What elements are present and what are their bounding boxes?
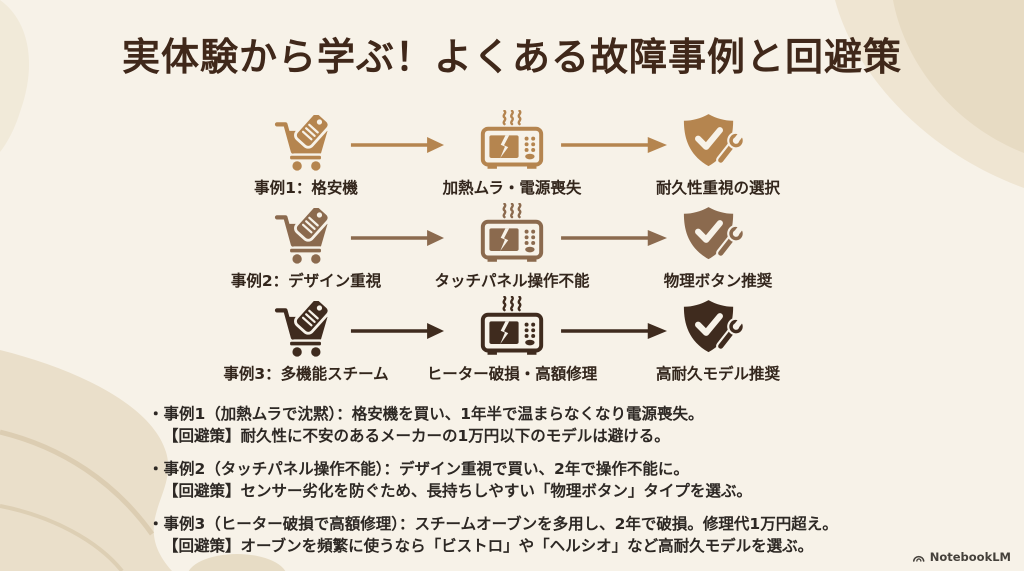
shopping-cart-price-tag-icon — [274, 293, 338, 359]
note-avoidance-line: 【回避策】オーブンを頻繁に使うなら「ビストロ」や「ヘルシオ」など高耐久モデルを選… — [163, 537, 814, 556]
broken-microwave-icon — [480, 200, 544, 266]
flow-step-problem: タッチパネル操作不能 — [409, 200, 615, 291]
broken-microwave-icon — [480, 293, 544, 359]
flow-step-problem: ヒーター破損・高額修理 — [409, 293, 615, 384]
note-item-case3: ・事例3（ヒーター破損で高額修理）：スチームオーブンを多用し、2年で破損。修理代… — [148, 513, 928, 557]
flow-step-label: 物理ボタン推奨 — [663, 272, 773, 291]
flow-row-case3: 事例3：多機能スチーム ヒーター破損・高額修理 高耐久モデル推奨 — [203, 293, 821, 386]
shopping-cart-price-tag-icon — [274, 200, 338, 266]
shield-check-wrench-icon — [682, 107, 754, 173]
flow-step-label: 事例3：多機能スチーム — [223, 365, 389, 384]
flow-step-case: 事例2：デザイン重視 — [203, 200, 409, 291]
flow-step-label: タッチパネル操作不能 — [434, 272, 590, 291]
note-item-case1: ・事例1（加熱ムラで沈黙）：格安機を買い、1年半で温まらなくなり電源喪失。 【回… — [148, 403, 928, 447]
broken-microwave-icon — [480, 107, 544, 173]
flow-step-label: 高耐久モデル推奨 — [655, 365, 780, 384]
note-problem-line: ・事例2（タッチパネル操作不能）：デザイン重視で買い、2年で操作不能に。 — [148, 460, 689, 479]
flow-step-solution: 物理ボタン推奨 — [615, 200, 821, 291]
notebooklm-logo-icon — [912, 555, 925, 562]
flow-row-case2: 事例2：デザイン重視 タッチパネル操作不能 物理ボタン推奨 — [203, 200, 821, 293]
note-avoidance-line: 【回避策】耐久性に不安のあるメーカーの1万円以下のモデルは避ける。 — [163, 427, 670, 446]
note-avoidance-line: 【回避策】センサー劣化を防ぐため、長持ちしやすい「物理ボタン」タイプを選ぶ。 — [163, 482, 752, 501]
flow-step-label: ヒーター破損・高額修理 — [426, 365, 598, 384]
flow-step-label: 加熱ムラ・電源喪失 — [442, 179, 582, 198]
flow-step-label: 事例1：格安機 — [254, 179, 358, 198]
flow-step-label: 事例2：デザイン重視 — [230, 272, 382, 291]
flow-step-label: 耐久性重視の選択 — [655, 179, 780, 198]
shield-check-wrench-icon — [682, 293, 754, 359]
flow-diagram: 事例1：格安機 加熱ムラ・電源喪失 耐久性重視の選択 — [203, 107, 821, 386]
note-problem-line: ・事例1（加熱ムラで沈黙）：格安機を買い、1年半で温まらなくなり電源喪失。 — [148, 405, 704, 424]
flow-row-case1: 事例1：格安機 加熱ムラ・電源喪失 耐久性重視の選択 — [203, 107, 821, 200]
flow-step-problem: 加熱ムラ・電源喪失 — [409, 107, 615, 198]
flow-step-solution: 高耐久モデル推奨 — [615, 293, 821, 384]
flow-step-case: 事例3：多機能スチーム — [203, 293, 409, 384]
note-item-case2: ・事例2（タッチパネル操作不能）：デザイン重視で買い、2年で操作不能に。 【回避… — [148, 458, 928, 502]
shield-check-wrench-icon — [682, 200, 754, 266]
notes-section: ・事例1（加熱ムラで沈黙）：格安機を買い、1年半で温まらなくなり電源喪失。 【回… — [148, 403, 928, 557]
notebooklm-watermark: NotebookLM — [912, 550, 1011, 564]
notebooklm-logo-text: NotebookLM — [929, 550, 1011, 564]
shopping-cart-price-tag-icon — [274, 107, 338, 173]
page-title: 実体験から学ぶ！よくある故障事例と回避策 — [121, 34, 902, 79]
flow-step-solution: 耐久性重視の選択 — [615, 107, 821, 198]
note-problem-line: ・事例3（ヒーター破損で高額修理）：スチームオーブンを多用し、2年で破損。修理代… — [148, 515, 838, 534]
flow-step-case: 事例1：格安機 — [203, 107, 409, 198]
